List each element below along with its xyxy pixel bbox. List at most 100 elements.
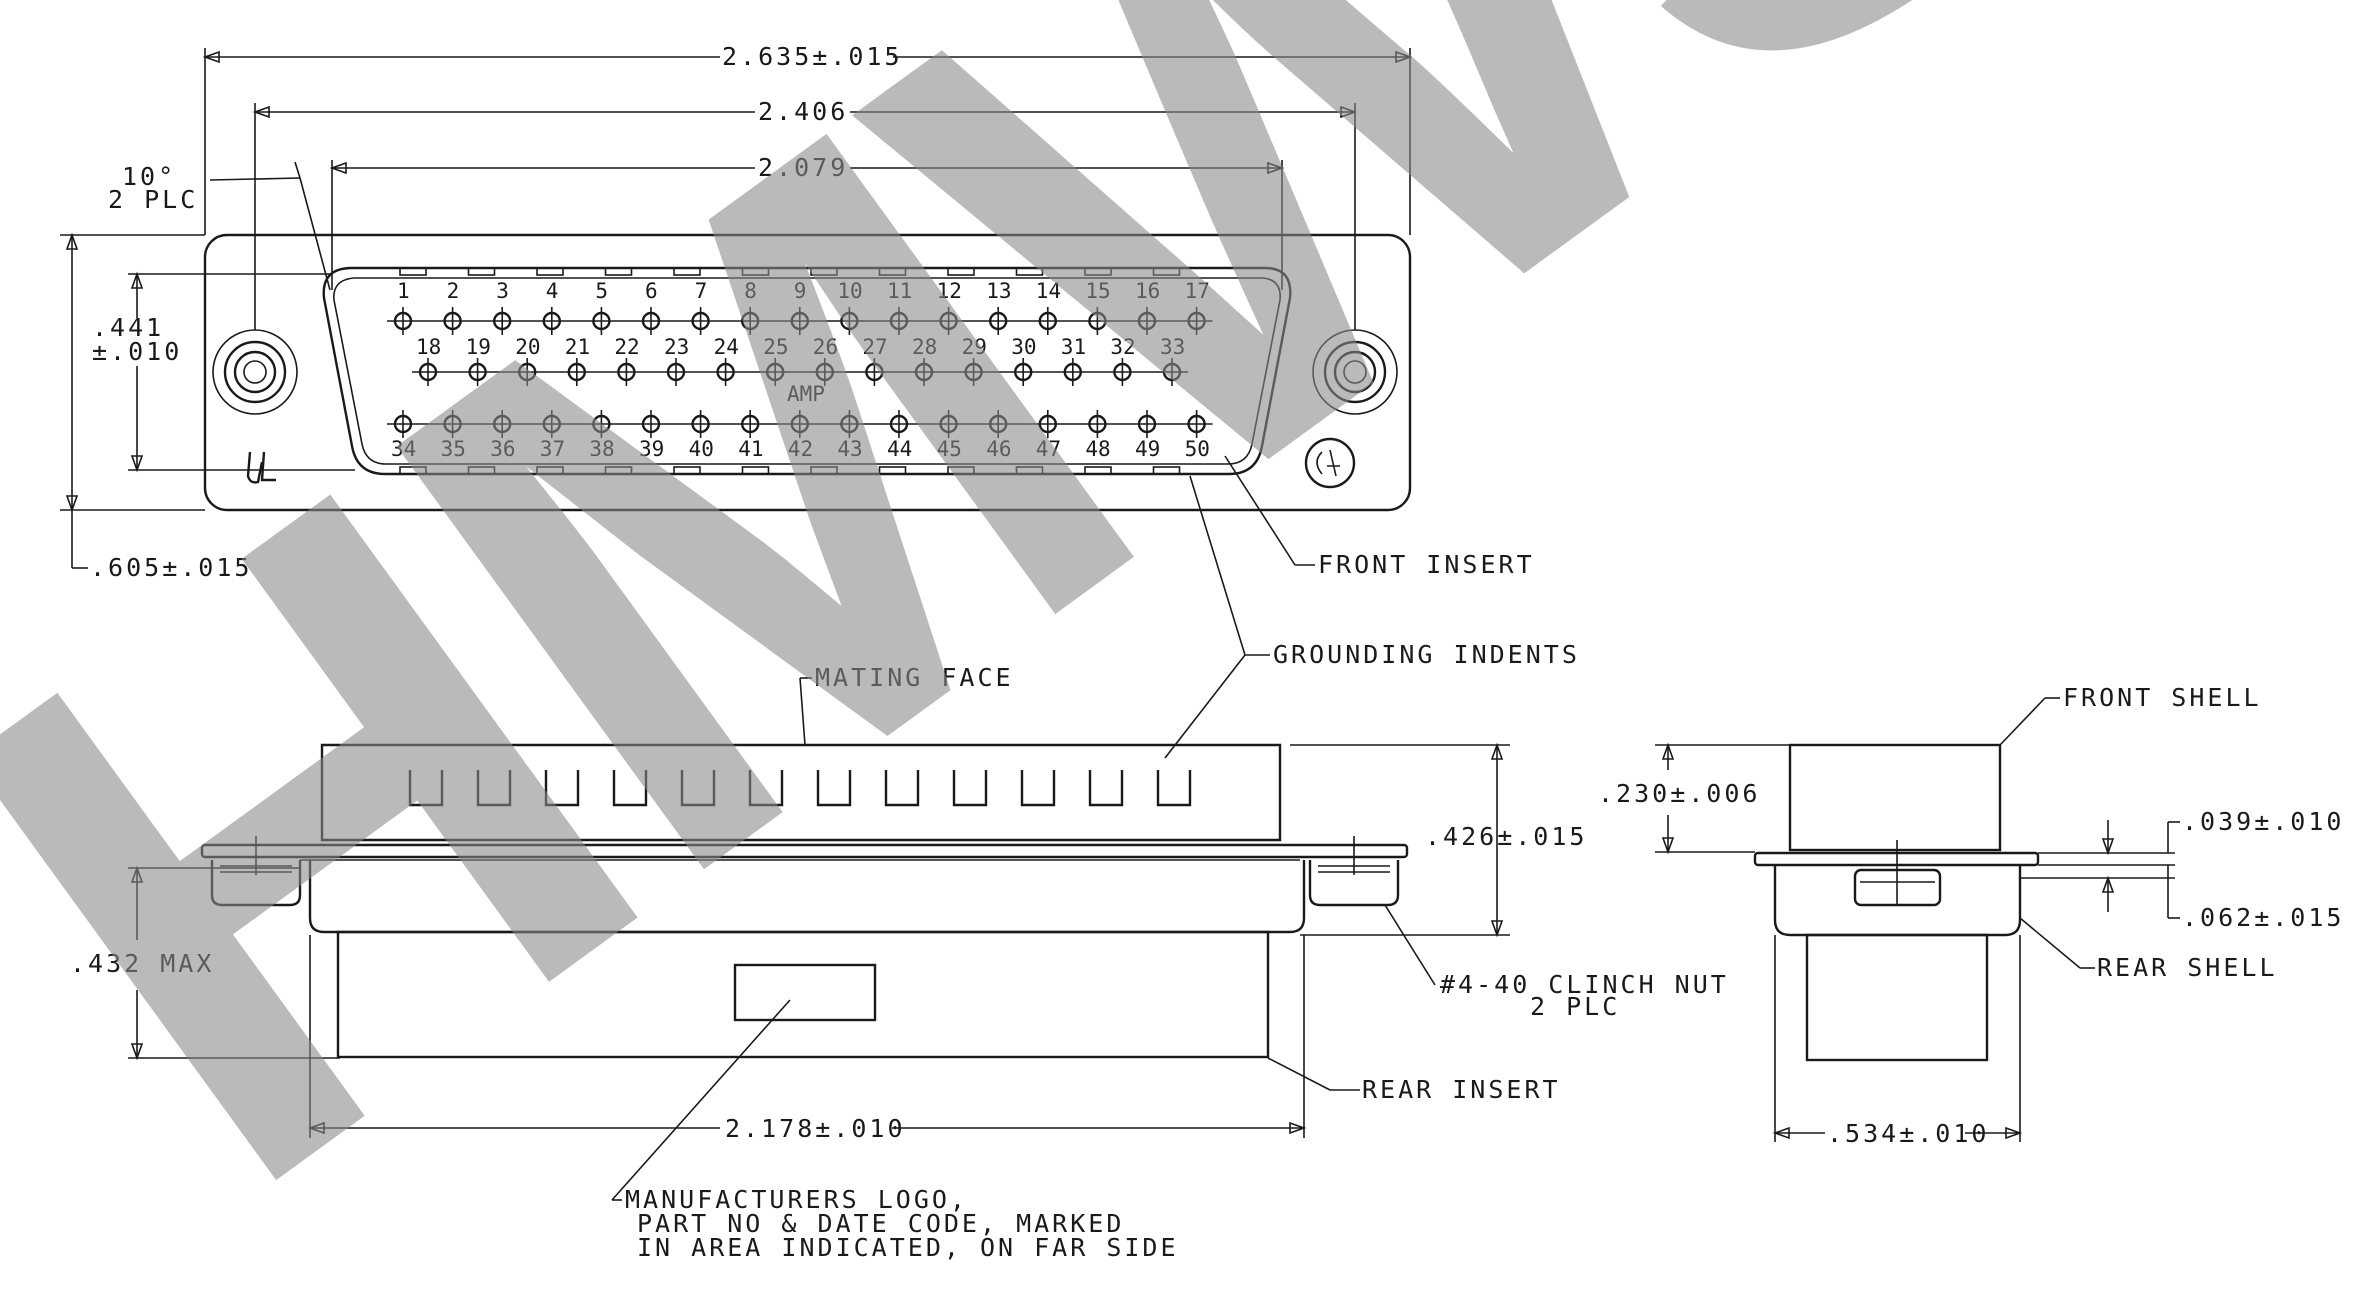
pin-label-28: 28	[912, 335, 937, 359]
logo-note-line1: MANUFACTURERS LOGO,	[625, 1185, 968, 1214]
pin-label-8: 8	[744, 279, 757, 303]
pin-label-6: 6	[645, 279, 658, 303]
pin-label-2: 2	[447, 279, 460, 303]
insert-width-dim: 2.079	[758, 153, 848, 182]
angle-qty: 2 PLC	[108, 185, 198, 214]
pin-label-31: 31	[1061, 335, 1086, 359]
indent-slot-9	[952, 770, 988, 807]
indent-slot-5	[680, 770, 716, 807]
left-dimensions: .441 ±.010 .605±.015	[60, 232, 355, 582]
indent-top-7	[810, 267, 838, 276]
grounding-indents-bottom	[399, 466, 1181, 475]
pin-2	[443, 307, 462, 335]
pin-34	[393, 410, 413, 438]
indent-bottom-5	[673, 466, 701, 475]
indent-slot-7	[816, 770, 852, 807]
logo-note-line2: PART NO & DATE CODE, MARKED	[637, 1209, 1124, 1238]
pin-38	[592, 410, 611, 438]
pin-label-44: 44	[887, 437, 912, 461]
pin-10	[840, 307, 859, 335]
pin-37	[542, 410, 561, 438]
side-front-shell	[1788, 743, 2002, 852]
pin-label-3: 3	[496, 279, 509, 303]
rear-offset-dim: .062±.015	[2182, 903, 2344, 932]
pin-label-40: 40	[689, 437, 714, 461]
pin-16	[1137, 307, 1157, 335]
pin-label-29: 29	[962, 335, 987, 359]
pin-15	[1088, 307, 1107, 335]
pin-40	[691, 410, 710, 438]
rear-width-dim: 2.178±.010	[725, 1114, 906, 1143]
csa-mark-icon	[1304, 437, 1356, 489]
pin-42	[790, 410, 809, 438]
pin-25	[766, 358, 785, 386]
pin-14	[1038, 307, 1058, 335]
amp-brand-label: AMP	[787, 382, 825, 406]
indent-slot-1	[408, 770, 444, 807]
indent-slot-3	[544, 770, 580, 807]
pin-label-21: 21	[565, 335, 590, 359]
rear-shell-callout: REAR SHELL	[2097, 953, 2278, 982]
pin-label-1: 1	[397, 279, 410, 303]
pin-44	[889, 410, 909, 438]
pin-label-30: 30	[1011, 335, 1036, 359]
pin-8	[741, 307, 760, 335]
pin-label-26: 26	[813, 335, 838, 359]
bottom-dimensions: MATING FACE .426±.015 .432 MAX 2.178±.01…	[70, 663, 1726, 1262]
top-dimensions: 2.635±.015 2.406 2.079 10° 2 PLC	[108, 42, 1413, 330]
pin-label-33: 33	[1160, 335, 1185, 359]
pin-36	[493, 410, 512, 438]
pin-5	[592, 307, 611, 335]
pin-label-42: 42	[788, 437, 813, 461]
pin-17	[1187, 307, 1206, 335]
pin-32	[1113, 358, 1132, 386]
indent-top-9	[947, 267, 975, 276]
pin-label-39: 39	[639, 437, 664, 461]
mating-face-callout: MATING FACE	[815, 663, 1014, 692]
pin-22	[617, 358, 636, 386]
pin-49	[1137, 410, 1157, 438]
pin-label-23: 23	[664, 335, 689, 359]
front-shell-depth-dim: .230±.006	[1598, 779, 1760, 808]
front-height-dim: .426±.015	[1425, 822, 1587, 851]
right-clinch-nut	[1308, 836, 1400, 907]
depth-max-dim: .432 MAX	[70, 949, 214, 978]
grounding-indents-top	[399, 267, 1181, 276]
pin-19	[468, 358, 487, 386]
pin-label-12: 12	[937, 279, 962, 303]
pin-9	[790, 307, 809, 335]
pin-label-47: 47	[1036, 437, 1061, 461]
pin-23	[666, 358, 686, 386]
clinch-nut-qty: 2 PLC	[1530, 992, 1620, 1021]
pin-label-45: 45	[937, 437, 962, 461]
pin-label-13: 13	[986, 279, 1011, 303]
flange-plate	[200, 843, 1409, 859]
logo-area	[733, 963, 877, 1022]
pin-label-34: 34	[391, 437, 416, 461]
pin-35	[443, 410, 462, 438]
pin-label-43: 43	[837, 437, 862, 461]
rear-insert-callout: REAR INSERT	[1362, 1075, 1561, 1104]
insert-height-dim: .441	[92, 313, 164, 342]
pin-label-49: 49	[1135, 437, 1160, 461]
pin-26	[815, 358, 834, 386]
indent-slot-2	[476, 770, 512, 807]
indent-top-6	[741, 267, 770, 276]
pin-label-11: 11	[887, 279, 912, 303]
hole-spacing-dim: 2.406	[758, 97, 848, 126]
pin-45	[939, 410, 958, 438]
pin-label-22: 22	[614, 335, 639, 359]
pin-48	[1088, 410, 1107, 438]
front-insert-callout: FRONT INSERT	[1318, 550, 1535, 579]
pin-46	[989, 410, 1008, 438]
indent-bottom-9	[947, 466, 975, 475]
indent-bottom-2	[467, 466, 496, 475]
pin-label-4: 4	[546, 279, 559, 303]
indent-slot-8	[884, 770, 920, 807]
pin-47	[1038, 410, 1058, 438]
indent-slot-4	[612, 770, 648, 807]
pin-1	[393, 307, 413, 335]
indent-slot-6	[748, 770, 784, 807]
